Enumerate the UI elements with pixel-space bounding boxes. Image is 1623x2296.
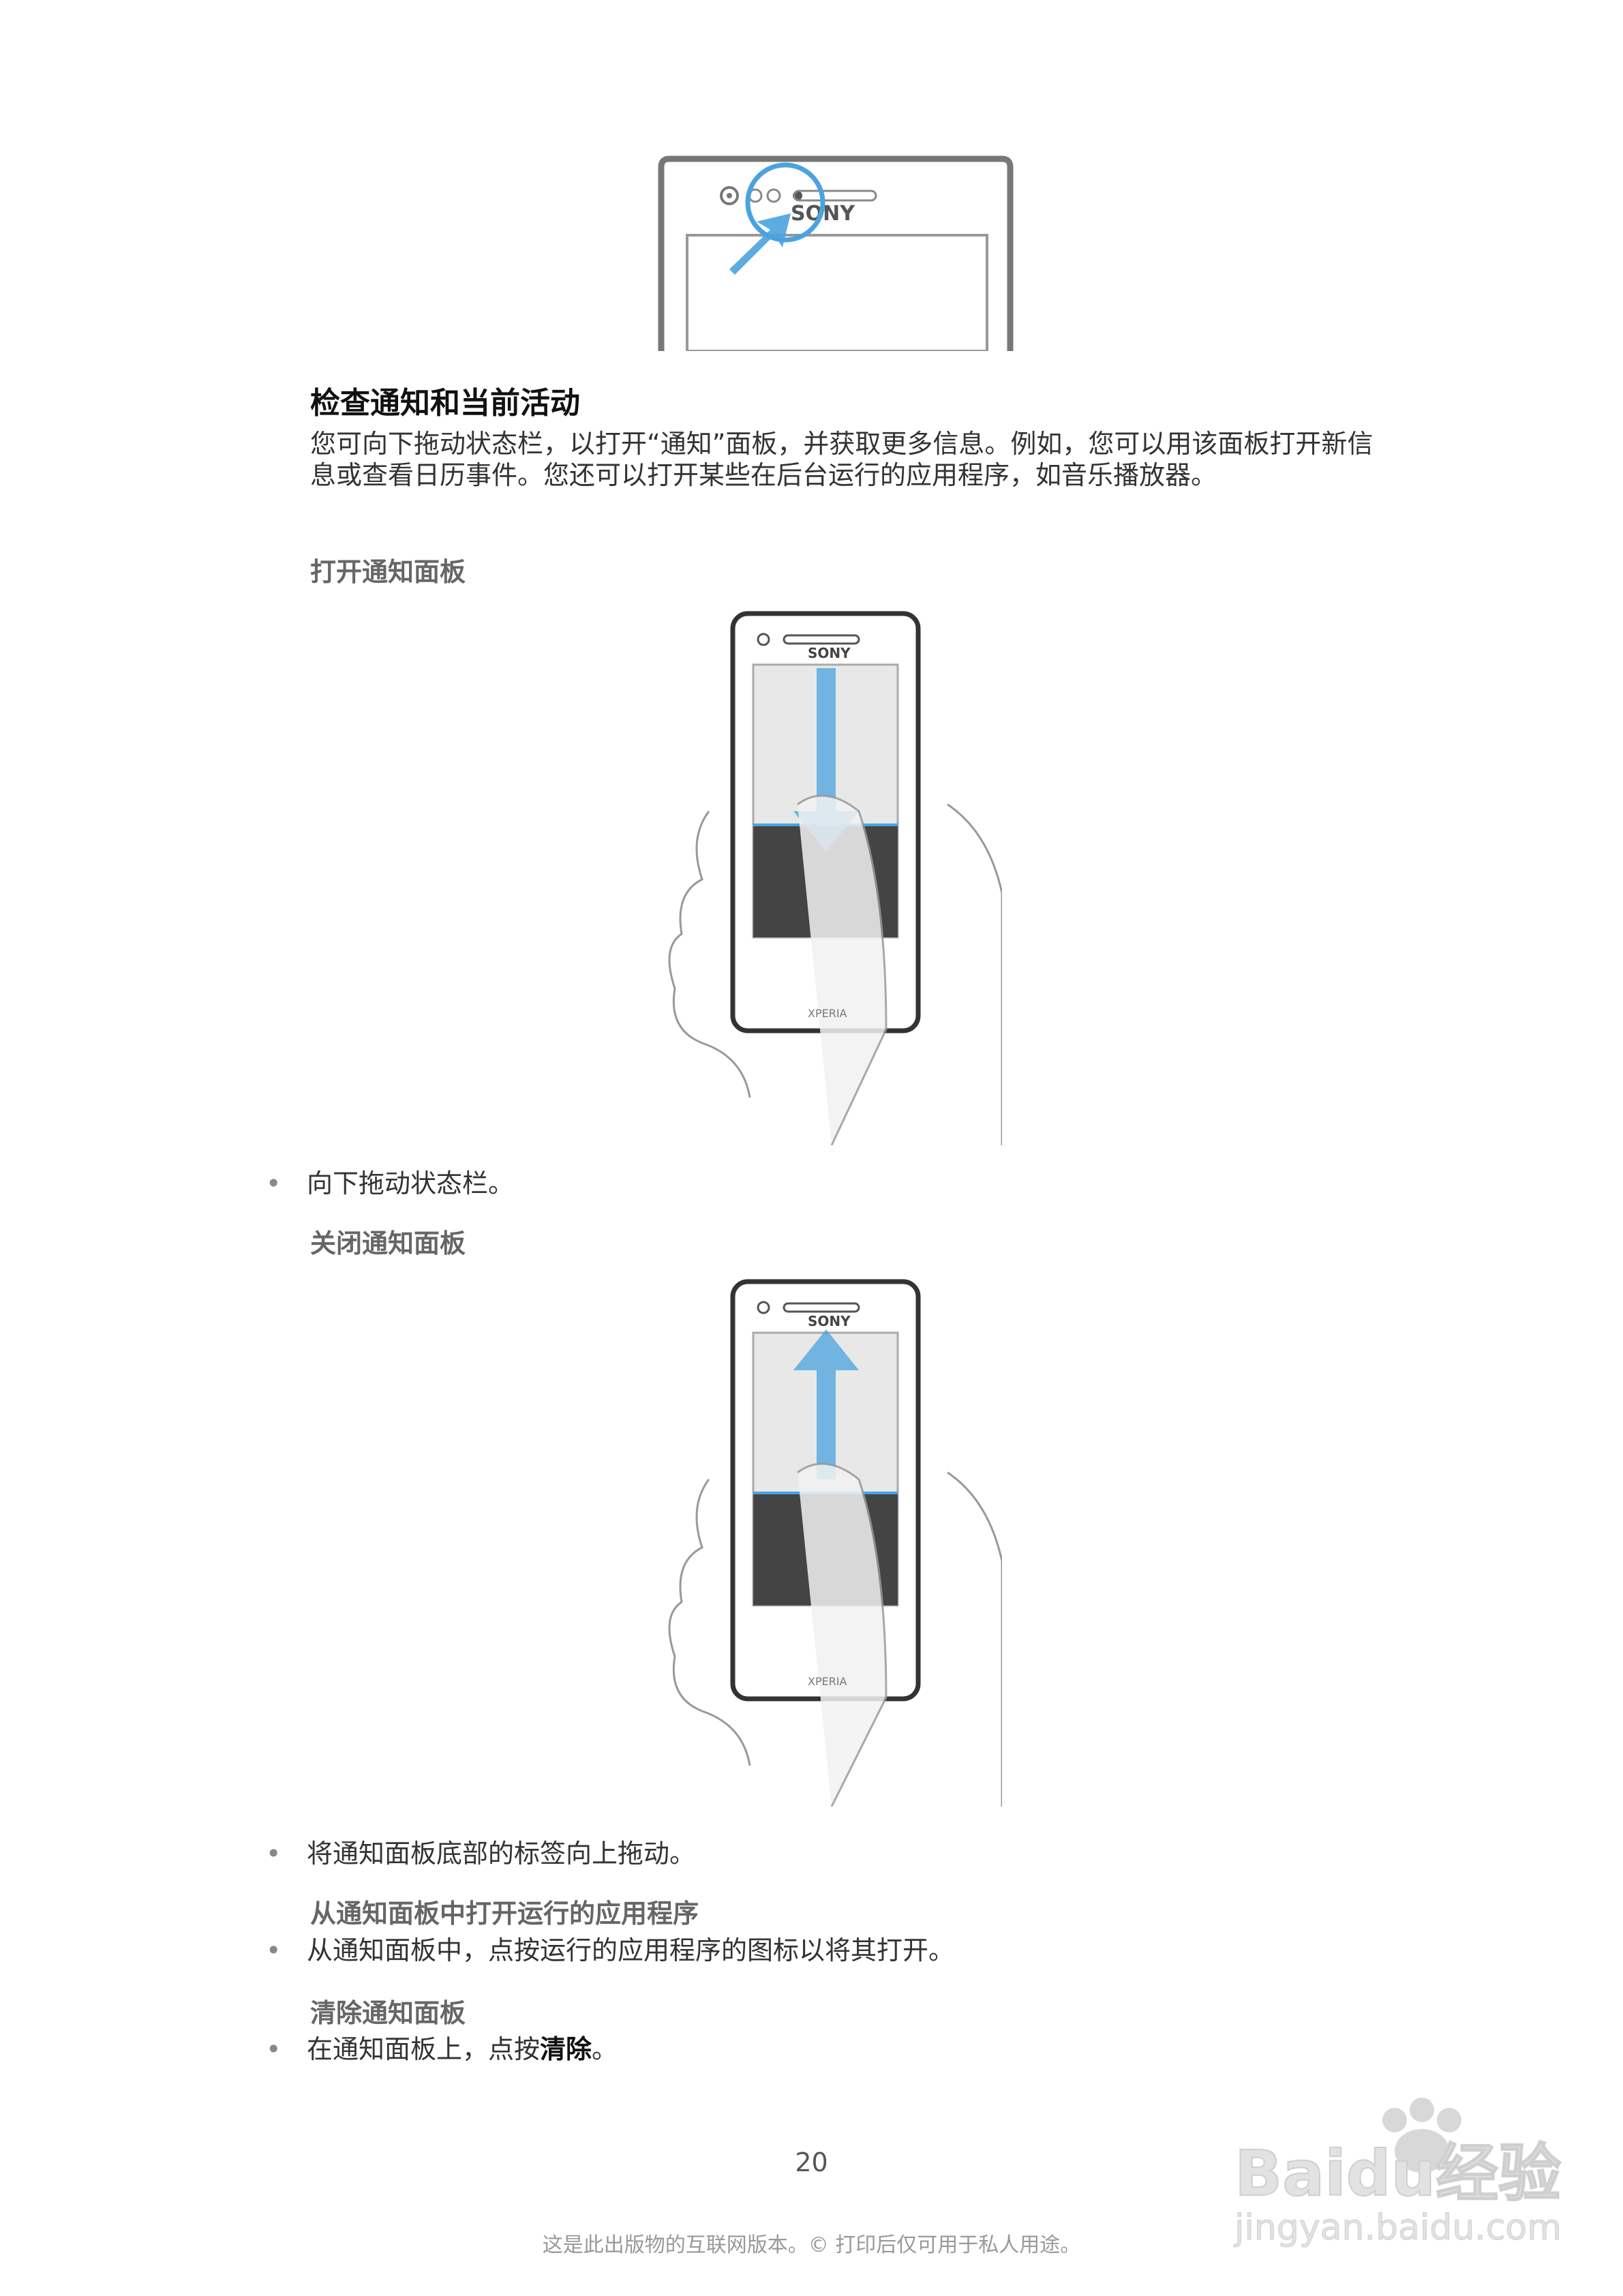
highlight-circle (745, 162, 825, 243)
step-close: •将通知面板底部的标签向上拖动。 (266, 1839, 696, 1869)
section-title: 检查通知和当前活动 (310, 386, 580, 421)
svg-text:Baidu经验: Baidu经验 (1234, 2137, 1561, 2210)
bullet-icon: • (266, 1168, 282, 1198)
task-title-open-app: 从通知面板中打开运行的应用程序 (310, 1899, 699, 1929)
bullet-icon: • (266, 2034, 282, 2064)
status-bar-figure: SONY (658, 155, 1014, 351)
step-open-app: •从通知面板中，点按运行的应用程序的图标以将其打开。 (266, 1935, 955, 1965)
page-number: 20 (795, 2147, 828, 2177)
drag-down-figure: SONY XPERIA (668, 611, 1002, 1145)
bullet-icon: • (266, 1935, 282, 1965)
front-camera-icon (720, 186, 739, 205)
bullet-icon: • (266, 1839, 282, 1869)
baidu-watermark: Baidu经验 jingyan.baidu.com (1234, 2098, 1562, 2249)
task-title-clear: 清除通知面板 (310, 1998, 466, 2028)
step-clear: •在通知面板上，点按清除。 (266, 2034, 618, 2064)
step-open: •向下拖动状态栏。 (266, 1168, 515, 1198)
arrow-icon (729, 213, 791, 275)
task-title-open: 打开通知面板 (310, 557, 466, 587)
sony-logo-3: SONY (808, 1313, 851, 1329)
footer-note: 这是此出版物的互联网版本。© 打印后仅可用于私人用途。 (542, 2233, 1081, 2257)
xperia-logo-2: XPERIA (808, 1007, 847, 1020)
paw-icon (1382, 2098, 1461, 2173)
down-arrow-icon (793, 668, 859, 852)
xperia-logo-3: XPERIA (808, 1675, 847, 1688)
svg-text:jingyan.baidu.com: jingyan.baidu.com (1234, 2207, 1562, 2248)
sony-logo-2: SONY (808, 645, 851, 661)
drag-up-figure: SONY XPERIA (668, 1279, 1002, 1807)
task-title-close: 关闭通知面板 (310, 1228, 466, 1258)
clear-command: 清除 (540, 2034, 592, 2064)
up-arrow-icon (793, 1329, 859, 1479)
section-intro: 您可向下拖动状态栏，以打开“通知”面板，并获取更多信息。例如，您可以用该面板打开… (310, 429, 1374, 490)
